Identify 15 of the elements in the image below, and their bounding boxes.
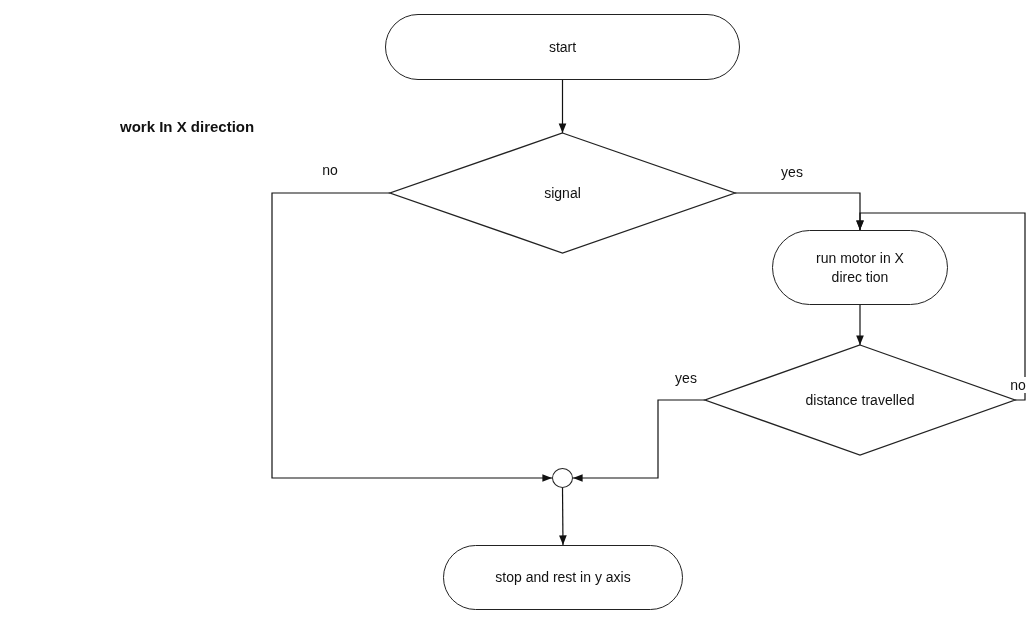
- node-text: start: [547, 37, 578, 57]
- connector-arrow: [572, 399, 706, 482]
- connector-arrow: [271, 192, 553, 482]
- node-text: stop and rest in y axis: [494, 568, 632, 587]
- diagram-title: work In X direction: [120, 118, 255, 135]
- edge-label: no: [1010, 377, 1026, 393]
- decision-diamond: [390, 133, 735, 253]
- node-text: distance travelled: [804, 390, 916, 410]
- connector-arrow: [856, 212, 1026, 401]
- node-text: run motor in X direc tion: [815, 248, 905, 287]
- connector-arrow: [559, 487, 567, 546]
- connector-circle: [552, 468, 573, 488]
- node-text: signal: [543, 183, 582, 203]
- connector-arrow: [856, 304, 864, 346]
- connector-arrow: [558, 79, 567, 134]
